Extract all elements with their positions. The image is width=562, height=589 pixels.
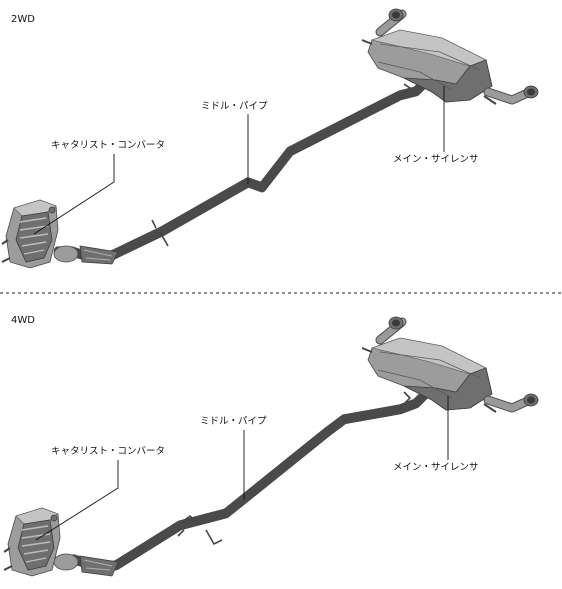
catalytic-converter xyxy=(1,199,59,269)
variant-label: 4WD xyxy=(11,315,35,326)
variant-label: 2WD xyxy=(11,14,35,25)
main-silencer xyxy=(362,9,538,104)
callout-catalytic-converter: キャタリスト・コンバータ xyxy=(51,140,165,151)
leader-catalytic-converter xyxy=(35,460,119,541)
callout-main-silencer: メイン・サイレンサ xyxy=(393,462,479,473)
exhaust-pipe-run xyxy=(53,389,435,577)
callout-middle-pipe: ミドル・パイプ xyxy=(200,416,267,427)
leader-catalytic-converter xyxy=(33,154,115,235)
variant-4wd: 4WD キャタリスト・コンバータ ミドル・パイプ メイン・サイレンサ xyxy=(3,315,538,577)
catalytic-converter xyxy=(3,507,61,577)
callout-main-silencer: メイン・サイレンサ xyxy=(393,154,479,165)
callout-middle-pipe: ミドル・パイプ xyxy=(201,101,268,112)
callout-catalytic-converter: キャタリスト・コンバータ xyxy=(51,446,165,457)
variant-2wd: 2WD キャタリスト・コンバータ ミドル・パイプ メイン・サイレンサ xyxy=(1,9,538,269)
main-silencer xyxy=(362,317,538,412)
